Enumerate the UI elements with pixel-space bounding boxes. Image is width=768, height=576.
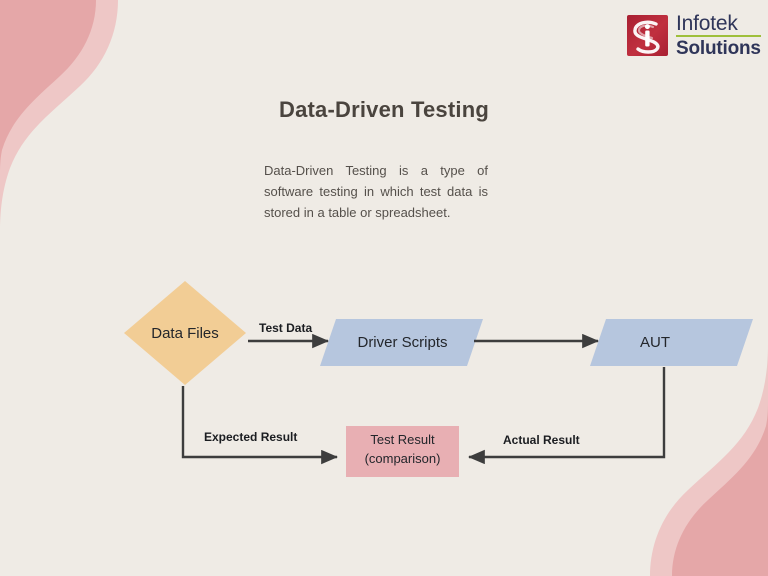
infotek-logo-mark-icon xyxy=(627,15,668,56)
node-aut-shape xyxy=(590,319,753,366)
logo-swirl-icon xyxy=(633,20,660,54)
node-data-files-shape xyxy=(124,281,246,385)
edge-expected-result-line xyxy=(181,386,338,465)
node-test-result-shape xyxy=(346,426,459,477)
intro-paragraph: Data-Driven Testing is a type of softwar… xyxy=(264,163,488,220)
brand-wordmark: Infotek Solutions xyxy=(676,13,761,58)
brand-name-line1: Infotek xyxy=(676,13,761,37)
page-title: Data-Driven Testing xyxy=(279,97,489,122)
brand-logo: Infotek Solutions xyxy=(627,13,761,58)
brand-name-line2: Solutions xyxy=(676,38,761,59)
edge-actual-result-line xyxy=(468,367,666,465)
node-driver-scripts-shape xyxy=(320,319,483,366)
